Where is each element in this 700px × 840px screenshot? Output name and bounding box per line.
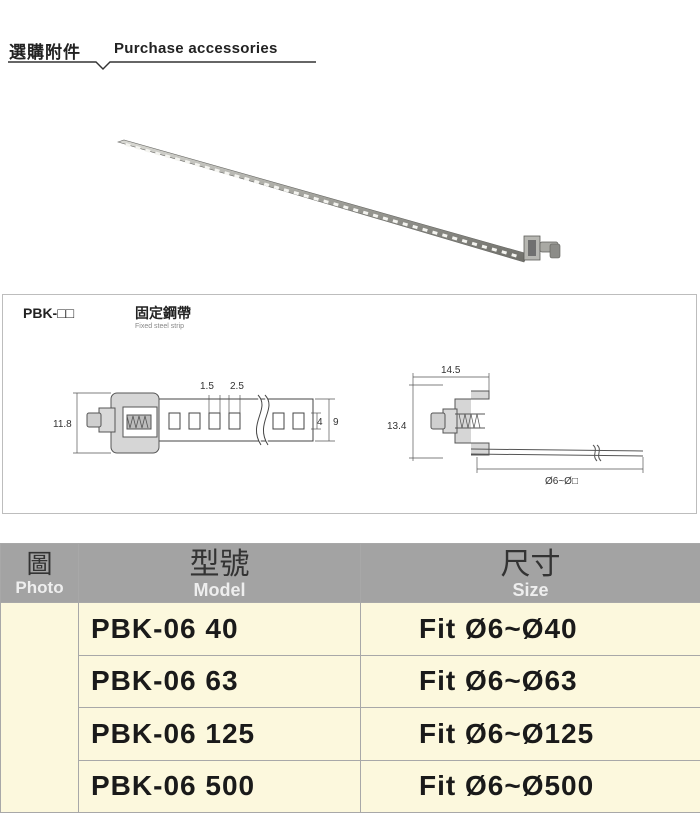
strip-slot [253,179,260,184]
strip-slot [174,157,181,162]
header-photo-en: Photo [15,578,64,597]
dim-bracket-height: 13.4 [387,421,407,432]
table-row: PBK-06 500 Fit Ø6~Ø500 [1,759,700,813]
model-cell: PBK-06 125 [78,707,361,761]
dimension-drawing: 11.8 1.5 2.5 4 9 14.5 [53,365,644,487]
section-title-cn: 選購附件 [9,43,81,63]
model-cell: PBK-06 500 [78,759,361,813]
strip-slot [194,162,201,168]
header-model-cn: 型號 [189,546,250,582]
strip-slot [392,219,399,224]
strip-slot [164,154,171,159]
dim-fit-range: Ø6~Ø□ [545,476,578,487]
size-cell: Fit Ø6~Ø125 [360,707,700,761]
strip-slot [323,199,329,204]
strip-slot [342,205,349,210]
size-cell: Fit Ø6~Ø63 [360,654,700,708]
strip-slot [441,233,448,238]
strip-slot [333,202,339,207]
strip-slot [125,143,131,148]
photo-cell [0,602,79,813]
model-cell: PBK-06 40 [78,602,361,656]
size-cell: Fit Ø6~Ø40 [360,602,700,656]
strip-slot [283,188,290,193]
header-size: 尺寸 Size [360,543,700,603]
strip-slot [412,224,418,230]
spec-code: PBK-□□ [23,305,75,321]
dim-overall-height: 11.8 [53,419,72,430]
strip-slot [204,165,211,170]
spec-title-cn: 固定鋼帶 [135,306,191,322]
strip-slot [451,236,458,241]
strip-slot [402,222,409,227]
strip-slot [234,174,240,179]
strip-slot [303,193,310,199]
strip-slot [135,145,141,151]
strip-slot [184,159,191,165]
strip-slot [293,191,300,196]
strip-slot [263,182,270,187]
dim-slot-width: 1.5 [200,381,214,392]
header-photo-cn: 圖 [26,550,53,580]
header-photo: 圖 Photo [0,543,79,603]
strip-slot [362,210,369,216]
header-size-en: Size [512,579,549,600]
strip-slot [214,168,220,173]
strip-slot [352,208,359,213]
dim-bracket-width: 14.5 [441,365,461,376]
strip-slot [461,238,468,244]
spec-title-en: Fixed steel strip [135,323,185,330]
strip-slot [481,244,488,249]
header-model: 型號 Model [78,543,361,603]
table-row: PBK-06 40 Fit Ø6~Ø40 [0,602,700,813]
dim-strip-height: 9 [333,417,339,428]
strip-slot [432,230,438,235]
strip-slot [154,151,161,156]
table-row: PBK-06 63 Fit Ø6~Ø63 [1,654,700,708]
dim-slot-height: 4 [317,417,323,428]
title-underline [8,61,316,70]
strip-slot [243,176,250,182]
model-cell: PBK-06 63 [78,654,361,708]
strip-slot [382,216,389,221]
table-header-row: 圖 Photo 型號 Model 尺寸 Size [0,543,700,603]
strip-slot [511,253,517,258]
section-title-en: Purchase accessories [114,40,278,57]
strip-slot [372,213,379,218]
strip-slot [501,250,508,255]
strip-slot [224,171,230,176]
strip-slot [471,241,478,247]
strip-slot [144,148,151,153]
steel-strip-photo [116,139,561,263]
strip-slot [273,185,280,190]
table-row: PBK-06 125 Fit Ø6~Ø125 [1,707,700,761]
header-model-en: Model [193,579,246,600]
header-size-cn: 尺寸 [500,546,561,582]
spec-drawing-panel: 11.8 1.5 2.5 4 9 14.5 [2,294,697,514]
strip-slot [491,247,498,252]
size-cell: Fit Ø6~Ø500 [360,759,700,813]
model-size-table: 圖 Photo 型號 Model 尺寸 Size PBK-06 40 Fit Ø… [0,543,700,813]
strip-slot [422,227,428,233]
dim-slot-pitch: 2.5 [230,381,244,392]
strip-slot [313,196,319,201]
